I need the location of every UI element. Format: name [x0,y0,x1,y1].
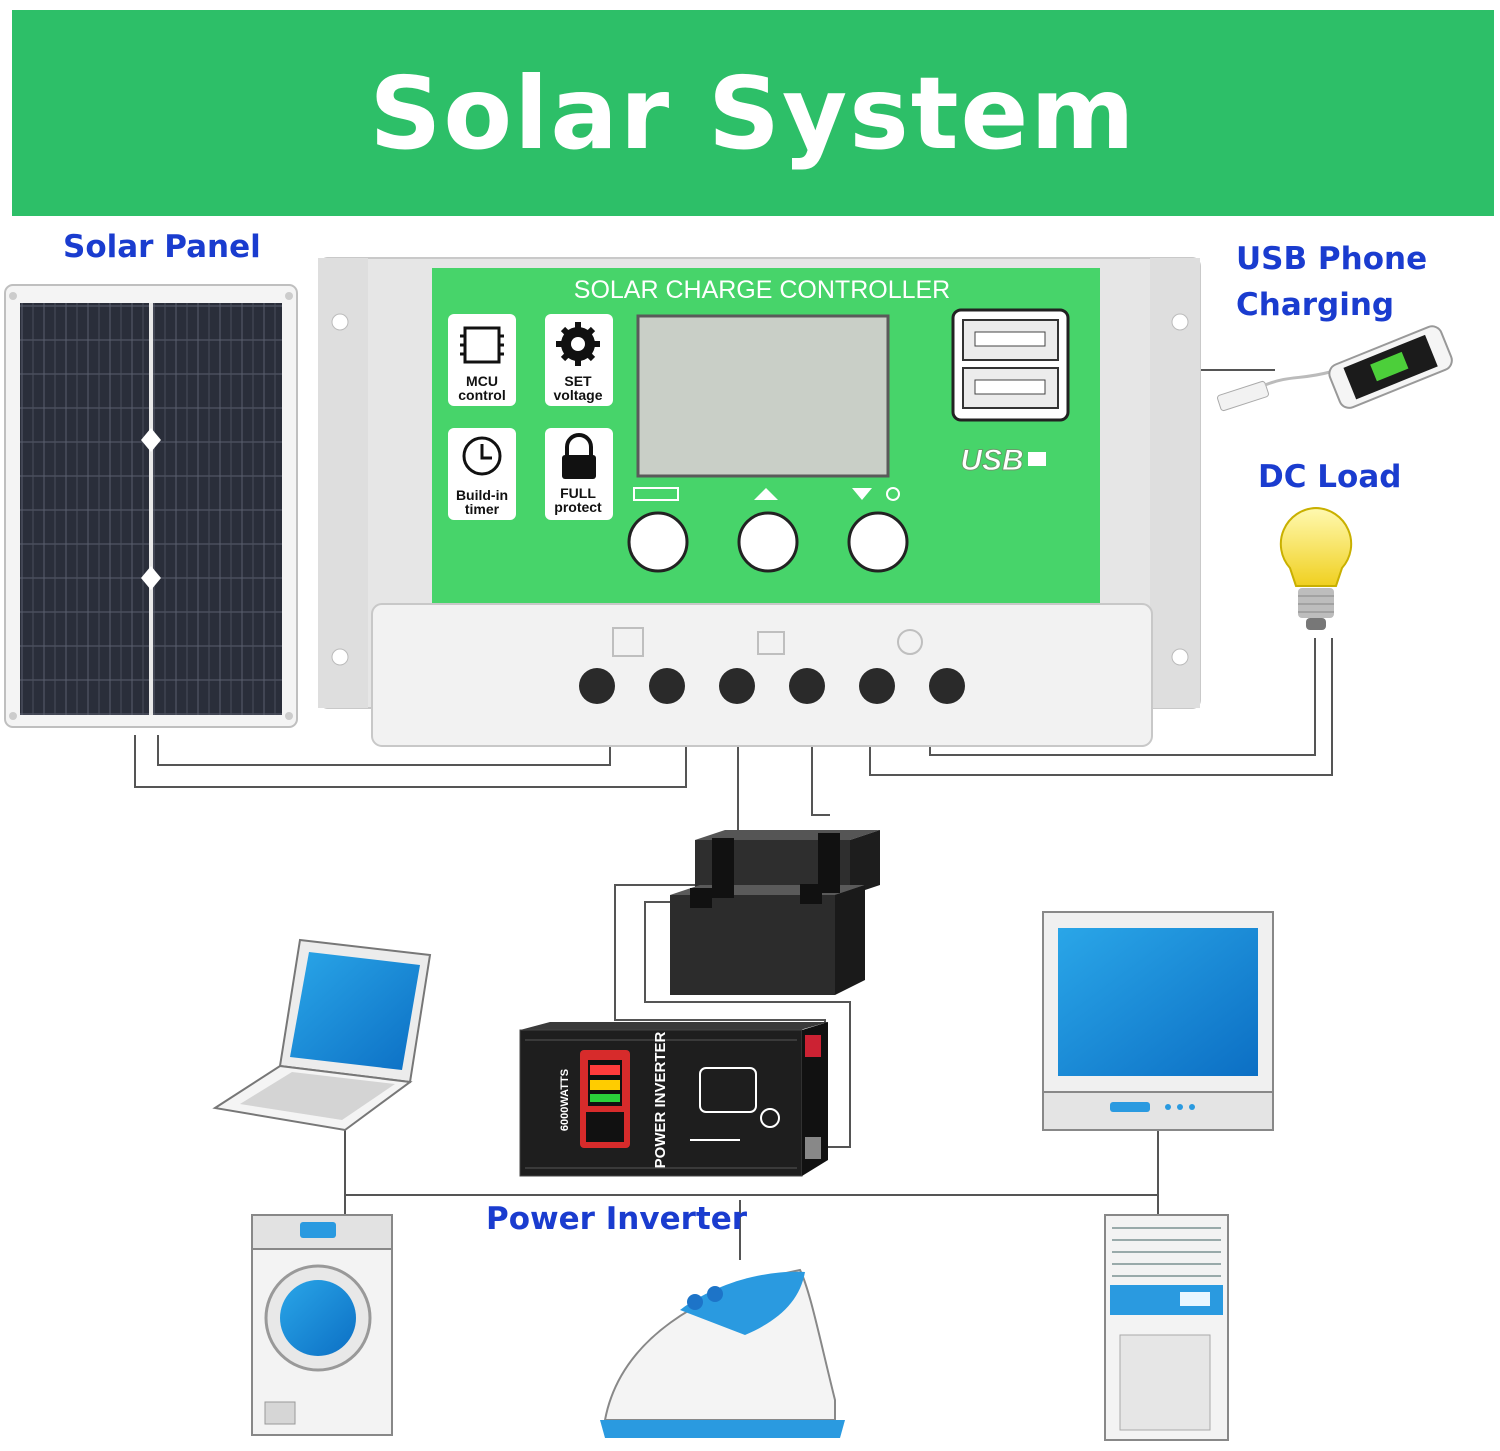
down-light-button[interactable] [847,511,909,573]
chip-icon [460,326,504,364]
power-inverter-image: POWER INVERTER 6000WATTS [519,1022,828,1177]
laptop-image [212,938,432,1132]
lcd-screen [636,314,890,478]
title-banner: Solar System [12,10,1494,216]
feature-mcu-line1: MCU [466,373,498,389]
feature-protect-line2: protect [554,499,602,515]
gear-icon [556,322,600,366]
menu-icon [633,487,679,501]
charge-controller: SOLAR CHARGE CONTROLLER MCU control SET … [318,257,1201,747]
battery-icon [1028,452,1046,466]
clock-icon [462,436,502,476]
inverter-rating: 6000WATTS [559,1069,571,1131]
controller-heading: SOLAR CHARGE CONTROLLER [574,276,950,304]
feature-timer-line2: timer [465,501,500,517]
phone-image [1217,325,1453,412]
usb-charging-label-line2: Charging [1236,287,1395,323]
menu-button[interactable] [627,511,689,573]
dc-load-label: DC Load [1258,459,1402,495]
down-light-icon [852,487,900,501]
terminal-symbols [612,627,923,657]
feature-set-line1: SET [564,373,592,389]
usb-label: USB [960,444,1023,477]
solar-panel-image [4,284,298,728]
lock-icon [562,433,596,479]
monitor-image [1042,911,1274,1131]
washing-machine-image [251,1214,393,1436]
air-conditioner-image [1104,1214,1229,1441]
usb-port [951,308,1070,422]
up-button[interactable] [737,511,799,573]
terminal-screws [579,668,965,704]
iron-image [600,1268,845,1438]
light-bulb-image [1279,506,1353,630]
feature-mcu-line2: control [458,387,505,403]
inverter-side-text: POWER INVERTER [652,1031,669,1168]
solar-panel-label: Solar Panel [63,229,261,265]
power-inverter-label: Power Inverter [486,1201,748,1237]
up-arrow-icon [754,488,778,500]
feature-timer-line1: Build-in [456,487,508,503]
feature-set-line2: voltage [553,387,602,403]
feature-protect-line1: FULL [560,485,596,501]
battery-image [670,830,880,995]
page-title: Solar System [369,54,1137,172]
usb-charging-label-line1: USB Phone [1236,241,1428,277]
